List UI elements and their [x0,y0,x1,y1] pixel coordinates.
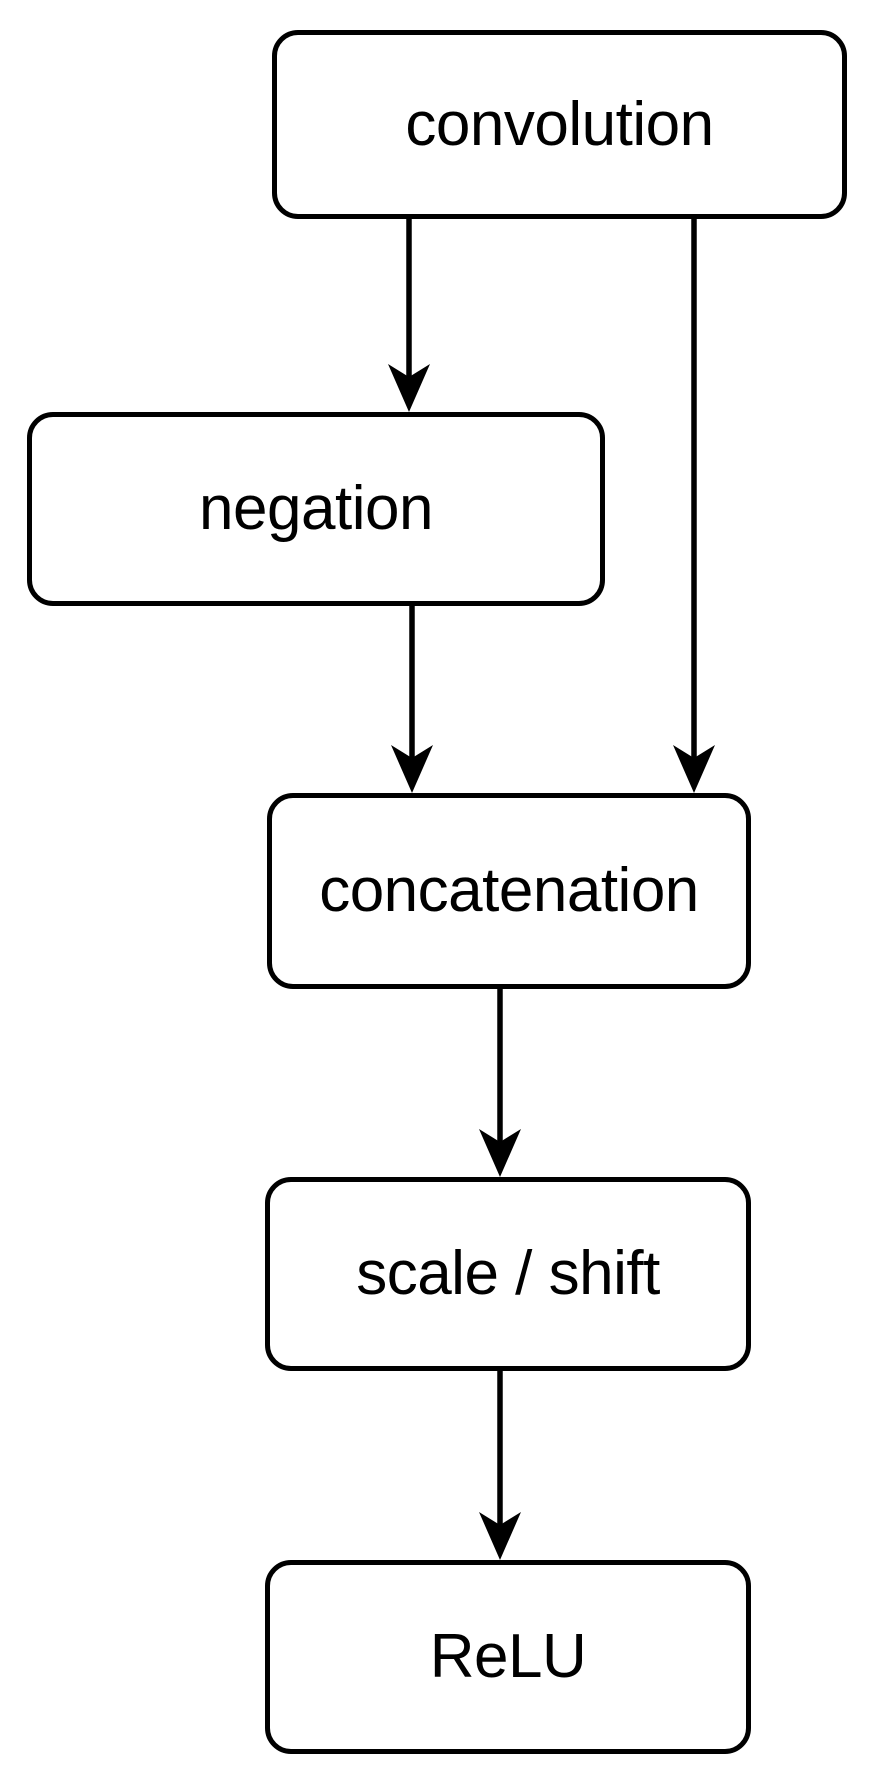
node-negation-label: negation [199,474,433,543]
node-negation[interactable]: negation [27,412,605,606]
edge-concatenation-to-scale-shift [479,989,521,1177]
node-convolution-label: convolution [405,89,714,159]
node-scale-shift[interactable]: scale / shift [265,1177,751,1371]
node-scale-shift-label: scale / shift [356,1239,660,1308]
edge-negation-to-concatenation [391,606,433,793]
node-relu[interactable]: ReLU [265,1560,751,1754]
edge-convolution-to-concatenation [673,219,715,793]
node-convolution[interactable]: convolution [272,30,847,219]
node-relu-label: ReLU [429,1622,587,1691]
node-concatenation[interactable]: concatenation [267,793,751,989]
node-concatenation-label: concatenation [319,856,699,925]
edge-scale-shift-to-relu [479,1371,521,1560]
edge-convolution-to-negation [388,219,430,412]
